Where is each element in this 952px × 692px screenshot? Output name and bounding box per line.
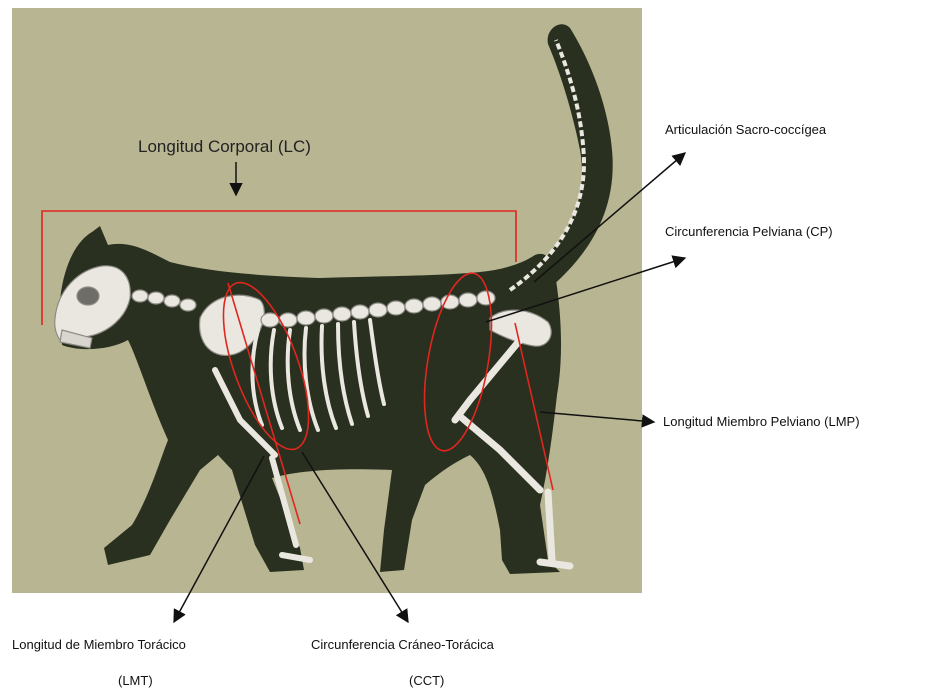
lmt-label-line1: Longitud de Miembro Torácico	[12, 637, 186, 653]
cct-label-line2: (CCT)	[409, 673, 444, 689]
cp-label: Circunferencia Pelviana (CP)	[665, 224, 833, 240]
lmp-label: Longitud Miembro Pelviano (LMP)	[663, 414, 860, 430]
sacro-label: Articulación Sacro-coccígea	[665, 122, 826, 138]
lmt-label-line2: (LMT)	[118, 673, 153, 689]
cct-label-line1: Circunferencia Cráneo-Torácica	[311, 637, 494, 653]
lc-label: Longitud Corporal (LC)	[138, 139, 311, 155]
